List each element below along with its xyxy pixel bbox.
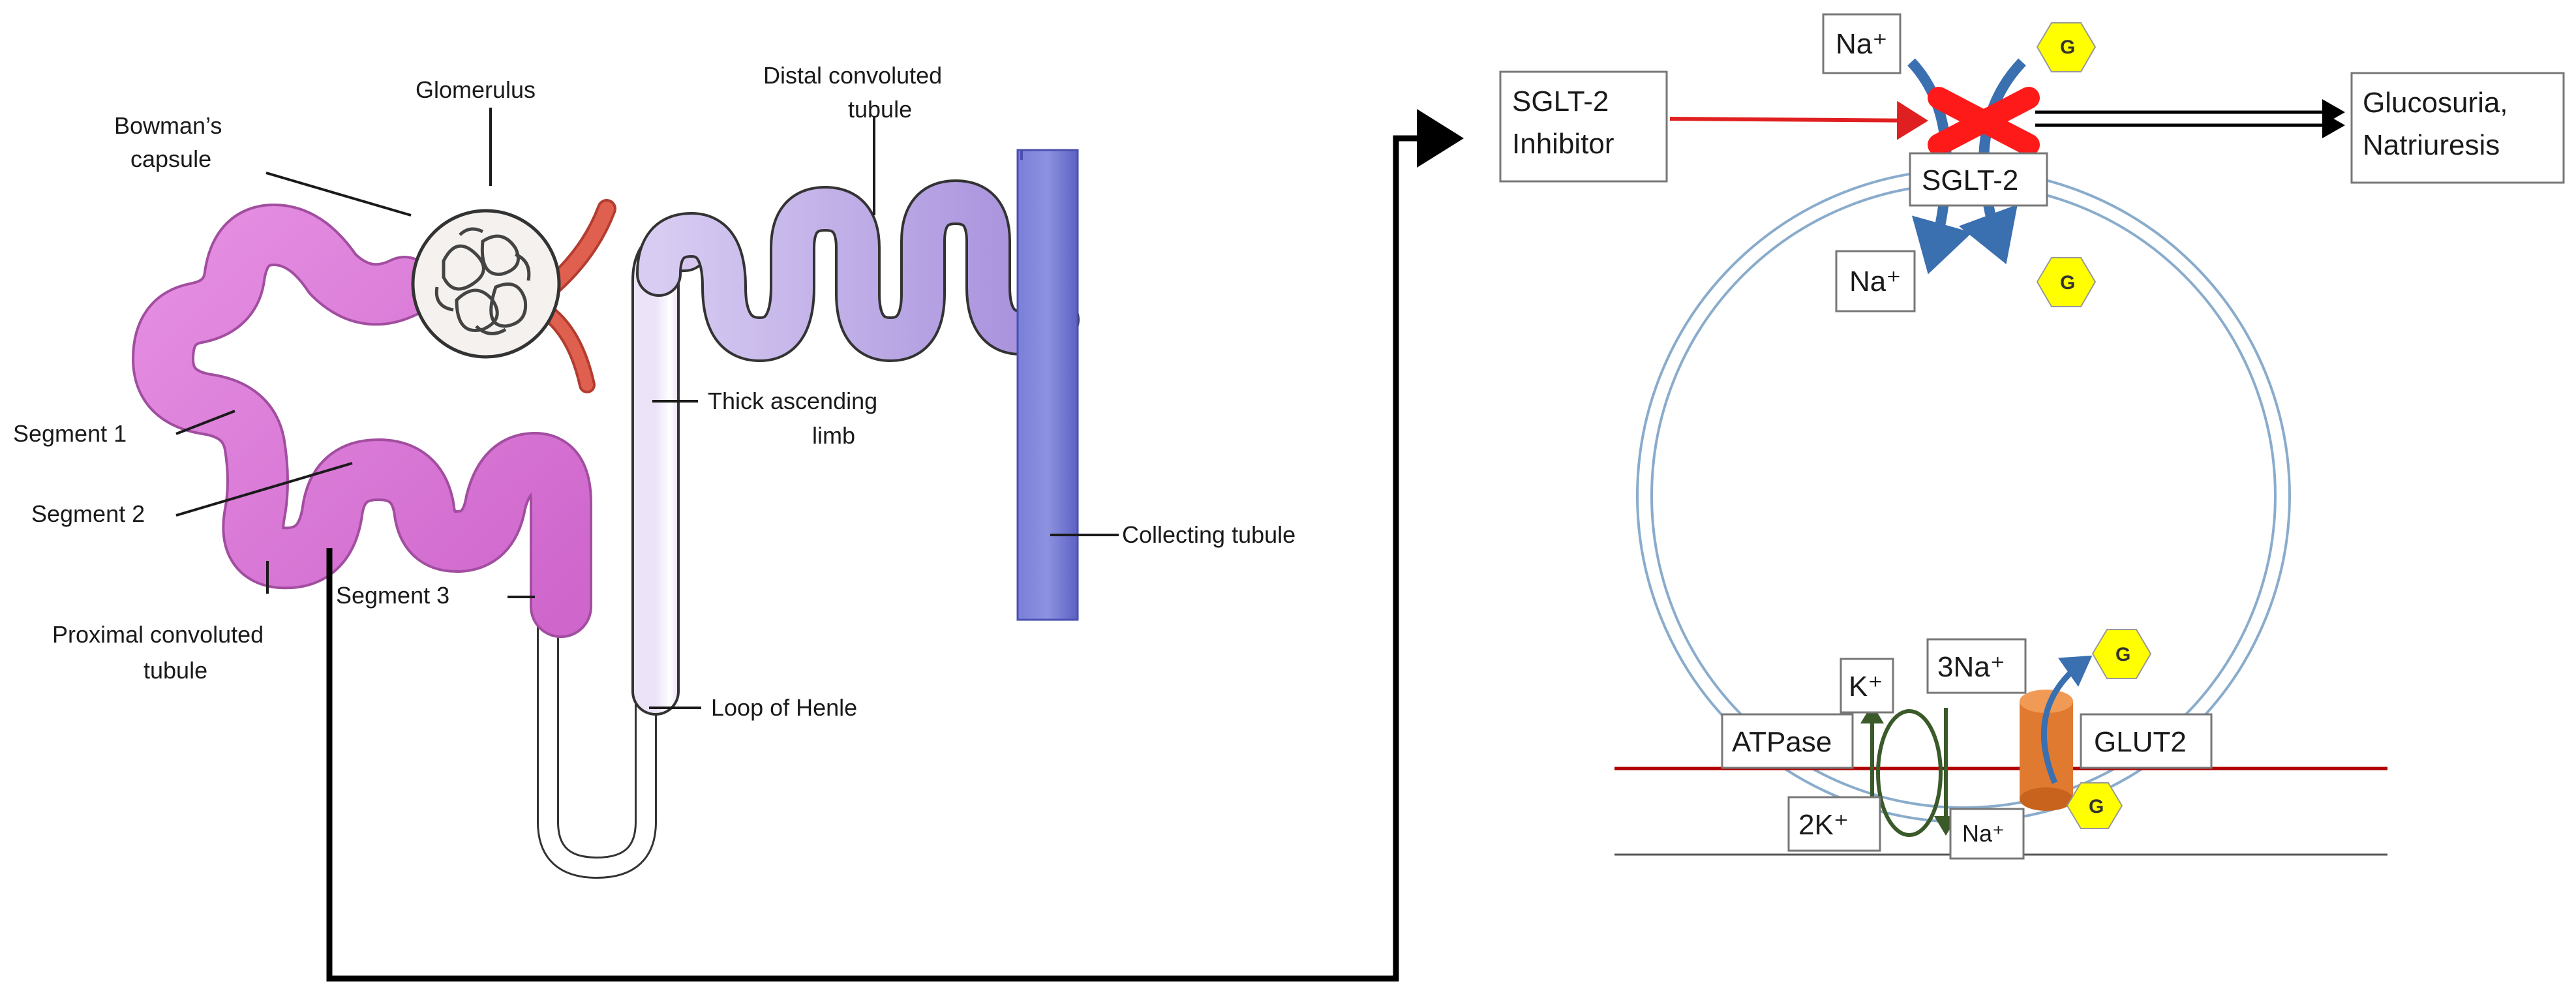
glucose-inside-label: G [2060, 272, 2075, 294]
connector-arrow [326, 109, 1464, 982]
sglt2-inhibitor-label-1: SGLT-2 [1512, 85, 1609, 117]
distal-tubule-label-2: tubule [848, 96, 912, 123]
na-bottom-label: Na⁺ [1962, 820, 2005, 847]
atpase-box [1721, 713, 1854, 769]
glomerulus-label: Glomerulus [416, 76, 536, 103]
two-k-box [1787, 796, 1881, 852]
block-x-icon [1928, 87, 2040, 156]
glucose-glut2-top [2091, 629, 2152, 679]
thick-limb-label-2: limb [812, 422, 855, 449]
nephron-illustration [132, 149, 1080, 879]
nephron-leader-lines [175, 108, 1119, 709]
glucose-top-label: G [2060, 37, 2075, 58]
k-plus-box [1840, 658, 1894, 714]
na-k-atpase-pump [1876, 709, 1943, 837]
glut2-label: GLUT2 [2094, 726, 2187, 758]
bowmans-capsule-label-2: capsule [130, 145, 211, 172]
three-na-box [1926, 638, 2027, 694]
segment-2-label: Segment 2 [31, 500, 145, 527]
distal-tubule-label-1: Distal convoluted [763, 62, 942, 89]
k-plus-label: K⁺ [1849, 671, 1883, 703]
outcome-box [2350, 72, 2565, 184]
proximal-tubule-label-2: tubule [144, 657, 207, 684]
collecting-tubule [1016, 149, 1079, 621]
three-na-label: 3Na⁺ [1937, 651, 2005, 683]
proximal-tubule-label-1: Proximal convoluted [52, 621, 264, 648]
na-inside-box [1835, 250, 1916, 312]
bowmans-capsule-label-1: Bowman’s [114, 112, 222, 139]
thick-limb-label-1: Thick ascending [708, 388, 877, 414]
atpase-label: ATPase [1732, 726, 1832, 758]
nephron-labels: Bowman’s capsule Glomerulus Distal convo… [13, 62, 1296, 721]
tubular-cell-diagram: SGLT-2 Inhibitor Glucosuria, Natriuresis… [1499, 13, 2565, 860]
glucose-inside [2036, 257, 2097, 307]
na-top-label: Na⁺ [1836, 28, 1887, 60]
glucose-flow-arrow [1958, 58, 2026, 265]
na-top-box [1822, 13, 1902, 74]
glut2-box [2080, 713, 2213, 769]
glut2-flow-arrow [2040, 655, 2093, 784]
glucose-glut2-bottom [2066, 782, 2123, 829]
glomerulus-capillaries [434, 227, 531, 335]
sglt2-inhibitor-label-2: Inhibitor [1512, 128, 1614, 160]
loop-of-henle-label: Loop of Henle [711, 694, 857, 721]
segment-3-label: Segment 3 [336, 582, 449, 609]
glucose-top [2036, 22, 2097, 72]
segment-1-label: Segment 1 [13, 420, 127, 447]
bowmans-capsule [411, 209, 561, 359]
outcome-label-1: Glucosuria, [2363, 87, 2508, 119]
collecting-tubule-label: Collecting tubule [1122, 521, 1296, 548]
sglt2-inhibitor-box [1499, 70, 1668, 183]
inhibitor-arrow [1669, 100, 1928, 140]
two-k-label: 2K⁺ [1798, 809, 1849, 841]
glucose-glut2-top-label: G [2115, 644, 2130, 665]
outcome-label-2: Natriuresis [2363, 129, 2500, 161]
sglt2-transporter-box [1909, 152, 2048, 207]
sglt2-transporter-label: SGLT-2 [1922, 164, 2018, 196]
glucose-glut2-bottom-label: G [2089, 796, 2104, 817]
na-bottom-box [1949, 808, 2025, 860]
na-inside-label: Na⁺ [1849, 266, 1901, 297]
